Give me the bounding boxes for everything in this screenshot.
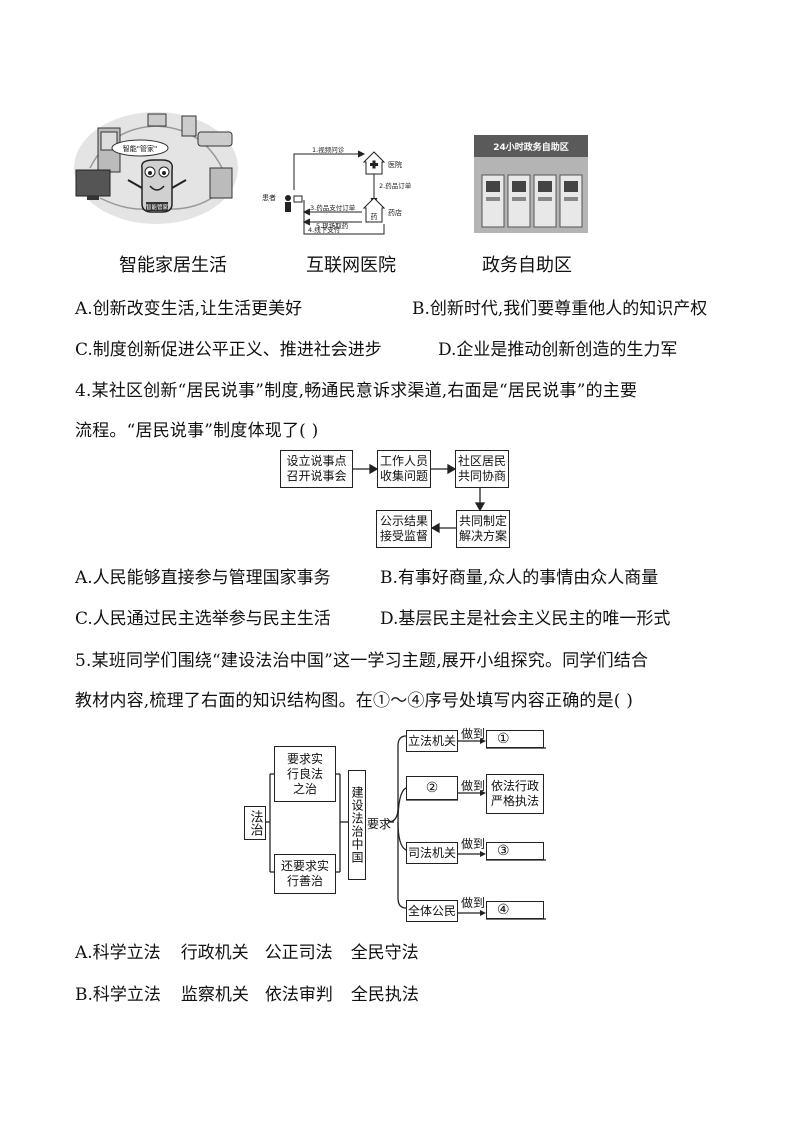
diagram-good-law: 要求实行良法之治 [274, 746, 336, 802]
hospital-step2: 2.药品订单 [379, 181, 412, 190]
q5-stem-line1: 5.某班同学们围绕“建设法治中国”这一学习主题,展开小组探究。同学们结合 [75, 651, 649, 671]
diagram-good-governance: 还要求实行善治 [274, 854, 336, 894]
diagram-zuodao-4: 做到 [461, 896, 486, 910]
diagram-yaoqiu: 要求 [367, 817, 392, 831]
diagram-judiciary: 司法机关 [406, 842, 458, 864]
hospital-step3: 3.药品支付订单 [310, 203, 356, 212]
q4-option-a[interactable]: A.人民能够直接参与管理国家事务 [75, 568, 331, 588]
diagram-fazhi: 法治 [244, 806, 266, 840]
svg-text:药: 药 [371, 212, 378, 221]
q3-option-a[interactable]: A.创新改变生活,让生活更美好 [75, 299, 303, 319]
q3-option-c[interactable]: C.制度创新促进公平正义、推进社会进步 [75, 340, 382, 360]
diagram-legislature: 立法机关 [406, 730, 458, 752]
flow-step-plan: 共同制定解决方案 [456, 510, 510, 548]
diagram-rule-of-law-china: 建设法治中国 [348, 770, 366, 880]
hospital-step5: 5.现场取药 [316, 221, 349, 230]
q5-option-b[interactable]: B.科学立法监察机关依法审判全民执法 [75, 985, 419, 1005]
q3-option-b[interactable]: B.创新时代,我们要尊重他人的知识产权 [412, 299, 708, 319]
diagram-zuodao-2: 做到 [461, 779, 486, 793]
q4-flowchart: 设立说事点召开说事会 工作人员收集问题 社区居民共同协商 共同制定解决方案 公示… [280, 448, 520, 553]
flow-step-negotiate: 社区居民共同协商 [455, 450, 509, 488]
hospital-pharmacy-label: 药店 [388, 208, 402, 217]
hospital-step4: 4.线下支付 [308, 225, 341, 234]
diagram-blank-1: ① [486, 730, 544, 748]
diagram-administration: 依法行政严格执法 [486, 774, 544, 814]
hospital-hospital-label: 医院 [388, 160, 402, 169]
q5-stem-line2: 教材内容,梳理了右面的知识结构图。在①～④序号处填写内容正确的是( ) [75, 691, 634, 711]
diagram-blank-2: ② [406, 776, 458, 800]
self-service-sign: 24小时政务自助区 [493, 141, 569, 153]
smart-home-illustration: 智能"管家" 智能管家 [70, 108, 242, 234]
internet-hospital-illustration: 药 患者 医院 药店 1.视频问诊 2.药品订单 3.药品支付订单 5.现场取药… [254, 142, 454, 236]
diagram-citizens: 全体公民 [406, 900, 458, 922]
hospital-caption: 互联网医院 [306, 255, 396, 276]
diagram-zuodao-3: 做到 [461, 837, 486, 851]
home-caption: 智能家居生活 [119, 255, 227, 276]
q4-stem-line2: 流程。“居民说事”制度体现了( ) [75, 421, 319, 441]
self-service-caption: 政务自助区 [482, 255, 572, 276]
q5-option-a[interactable]: A.科学立法行政机关公正司法全民守法 [75, 943, 419, 963]
flow-step-publicize: 公示结果接受监督 [376, 510, 432, 548]
q4-stem-line1: 4.某社区创新“居民说事”制度,畅通民意诉求渠道,右面是“居民说事”的主要 [75, 381, 638, 401]
q3-option-d[interactable]: D.企业是推动创新创造的生力军 [438, 340, 678, 360]
q4-option-d[interactable]: D.基层民主是社会主义民主的唯一形式 [380, 609, 671, 629]
flow-step-setup: 设立说事点召开说事会 [280, 450, 353, 488]
diagram-blank-4: ④ [486, 901, 544, 919]
diagram-blank-3: ③ [486, 842, 544, 860]
hospital-patient-label: 患者 [262, 193, 276, 202]
home-mascot-text: 智能管家 [146, 203, 169, 211]
flow-step-collect: 工作人员收集问题 [377, 450, 431, 488]
q4-option-b[interactable]: B.有事好商量,众人的事情由众人商量 [380, 568, 659, 588]
q5-knowledge-diagram: 法治 要求实行良法之治 还要求实行善治 建设法治中国 要求 立法机关 做到 ① … [240, 722, 550, 922]
self-service-area-photo: 24小时政务自助区 [474, 135, 588, 233]
q4-option-c[interactable]: C.人民通过民主选举参与民主生活 [75, 609, 331, 629]
diagram-zuodao-1: 做到 [461, 727, 486, 741]
home-badge-text: 智能"管家" [123, 144, 157, 153]
hospital-step1: 1.视频问诊 [312, 145, 345, 154]
